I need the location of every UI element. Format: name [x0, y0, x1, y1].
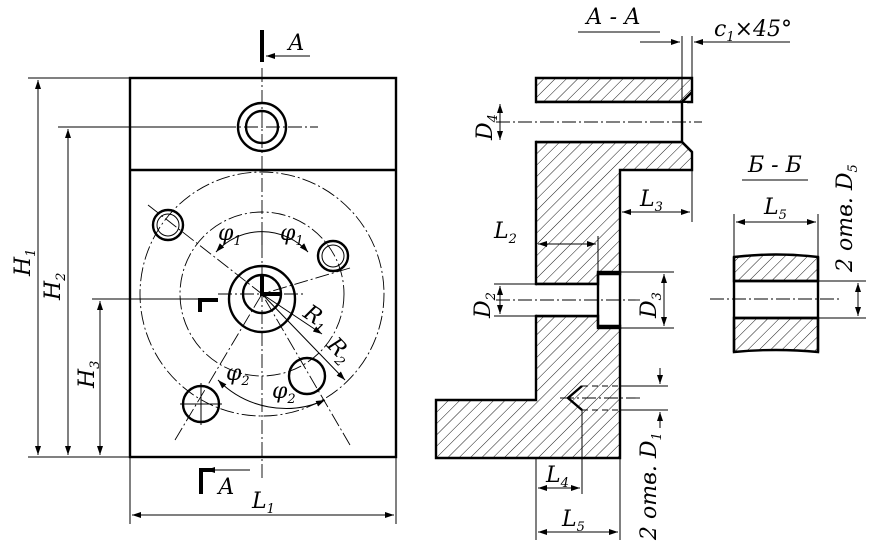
r1-leader [261, 293, 323, 335]
r1-label: R1 [296, 300, 333, 338]
l5-label: L5 [561, 507, 585, 535]
d2-label: D2 [471, 292, 499, 319]
r2-label: R2 [319, 332, 357, 370]
h3-label: H3 [75, 361, 103, 389]
l3-label: L3 [639, 187, 663, 215]
chamfer-label: c1×45° [714, 17, 792, 45]
radial-line-ll [174, 293, 263, 441]
section-bb-view: Б - Б L5 2 отв. D5 [710, 153, 866, 354]
phi2-right-label: φ2 [272, 379, 296, 407]
section-b-marker [198, 298, 218, 312]
radial-line-lr [261, 293, 351, 446]
section-bb-title: Б - Б [747, 153, 802, 178]
d4-label: D4 [473, 114, 501, 141]
phi2-arc [217, 379, 326, 409]
hole-upper-right-thread [321, 244, 345, 268]
r2-leader [261, 293, 346, 381]
holes-d1-label: 2 отв. D1 [637, 432, 665, 541]
hole-lower-right [287, 356, 327, 396]
bolt-circle-r2 [139, 171, 385, 417]
hole-upper-right [316, 239, 350, 273]
l2-label: L2 [493, 219, 517, 247]
phi1-right-label: φ1 [280, 221, 304, 249]
cut-label-bottom: А [216, 475, 235, 500]
section-aa-view: А - А c1×45° D4 [434, 5, 792, 541]
section-bb-upper [732, 253, 820, 283]
l1-label: L1 [251, 489, 275, 517]
bb-l5-label: L5 [763, 195, 787, 223]
front-view: φ1 φ1 φ2 φ2 R1 R2 А А H1 H2 H3 L1 [11, 30, 398, 524]
radial-line-ul [147, 204, 263, 295]
front-view-outline [128, 76, 398, 459]
radial-line-ur [261, 267, 351, 295]
chamfer-bottom [681, 141, 693, 153]
h1-label: H1 [11, 249, 39, 277]
phi1-arc [215, 231, 309, 253]
phi2-left-label: φ2 [226, 361, 250, 389]
chamfer-top [681, 91, 693, 103]
hole-upper-left [151, 208, 185, 242]
section-aa-title: А - А [584, 5, 641, 30]
cut-label-top: А [286, 31, 305, 56]
holes-d5-label: 2 отв. D5 [833, 164, 861, 273]
d3-label: D3 [637, 292, 665, 319]
phi1-left-label: φ1 [218, 221, 242, 249]
h2-label: H2 [41, 273, 69, 301]
l4-label: L4 [545, 463, 569, 491]
section-bb-lower [732, 316, 820, 354]
hole-upper-left-thread [156, 213, 180, 237]
